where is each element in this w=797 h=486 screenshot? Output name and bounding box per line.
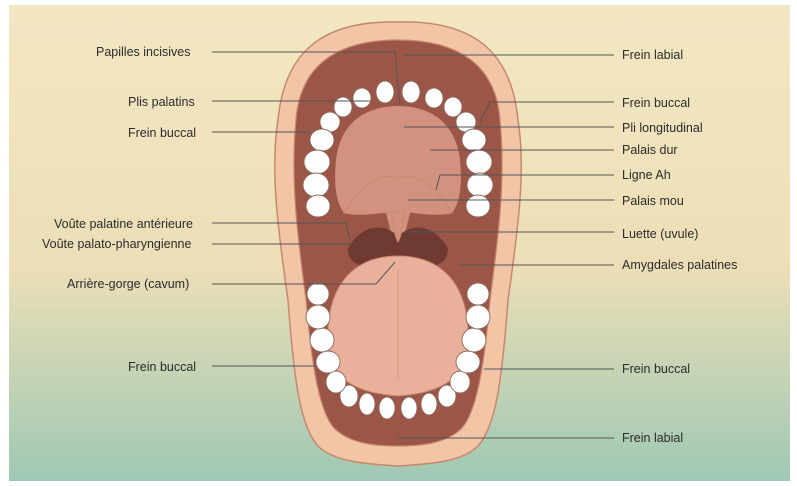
label-voute-palatine-anterieure: Voûte palatine antérieure — [54, 217, 193, 231]
upper-tooth — [353, 88, 371, 108]
lower-tooth — [326, 371, 346, 393]
upper-tooth — [462, 129, 486, 151]
label-plis-palatins: Plis palatins — [128, 95, 195, 109]
upper-tooth — [304, 150, 330, 174]
label-palais-mou: Palais mou — [622, 194, 684, 208]
lower-tooth — [466, 305, 490, 329]
lower-tooth — [307, 283, 329, 305]
label-arriere-gorge: Arrière-gorge (cavum) — [67, 277, 189, 291]
upper-tooth — [466, 195, 490, 217]
label-ligne-ah: Ligne Ah — [622, 168, 671, 182]
label-palais-dur: Palais dur — [622, 143, 678, 157]
lower-tooth — [379, 397, 395, 419]
label-pli-longitudinal: Pli longitudinal — [622, 121, 703, 135]
label-luette: Luette (uvule) — [622, 227, 698, 241]
label-frein-buccal-lower-right: Frein buccal — [622, 362, 690, 376]
lower-tooth — [401, 397, 417, 419]
upper-tooth — [425, 88, 443, 108]
lower-tooth — [310, 328, 334, 352]
lower-tooth — [306, 305, 330, 329]
label-papilles-incisives: Papilles incisives — [96, 45, 190, 59]
lower-tooth — [359, 393, 375, 415]
label-frein-buccal-lower-left: Frein buccal — [128, 360, 196, 374]
lower-tooth — [450, 371, 470, 393]
label-frein-buccal-upper-left: Frein buccal — [128, 126, 196, 140]
upper-tooth — [402, 81, 420, 103]
upper-tooth — [303, 173, 329, 197]
lower-tooth — [467, 283, 489, 305]
lower-tooth — [316, 351, 340, 373]
upper-tooth — [466, 150, 492, 174]
upper-tooth — [467, 173, 493, 197]
label-frein-labial-lower: Frein labial — [622, 431, 683, 445]
label-voute-palato-pharyngienne: Voûte palato-pharyngienne — [42, 237, 191, 251]
upper-tooth — [376, 81, 394, 103]
lower-tooth — [462, 328, 486, 352]
label-frein-labial-upper: Frein labial — [622, 48, 683, 62]
lower-tooth — [421, 393, 437, 415]
label-amygdales-palatines: Amygdales palatines — [622, 258, 737, 272]
label-frein-buccal-upper-right: Frein buccal — [622, 96, 690, 110]
lower-tooth — [456, 351, 480, 373]
upper-tooth — [310, 129, 334, 151]
upper-tooth — [306, 195, 330, 217]
